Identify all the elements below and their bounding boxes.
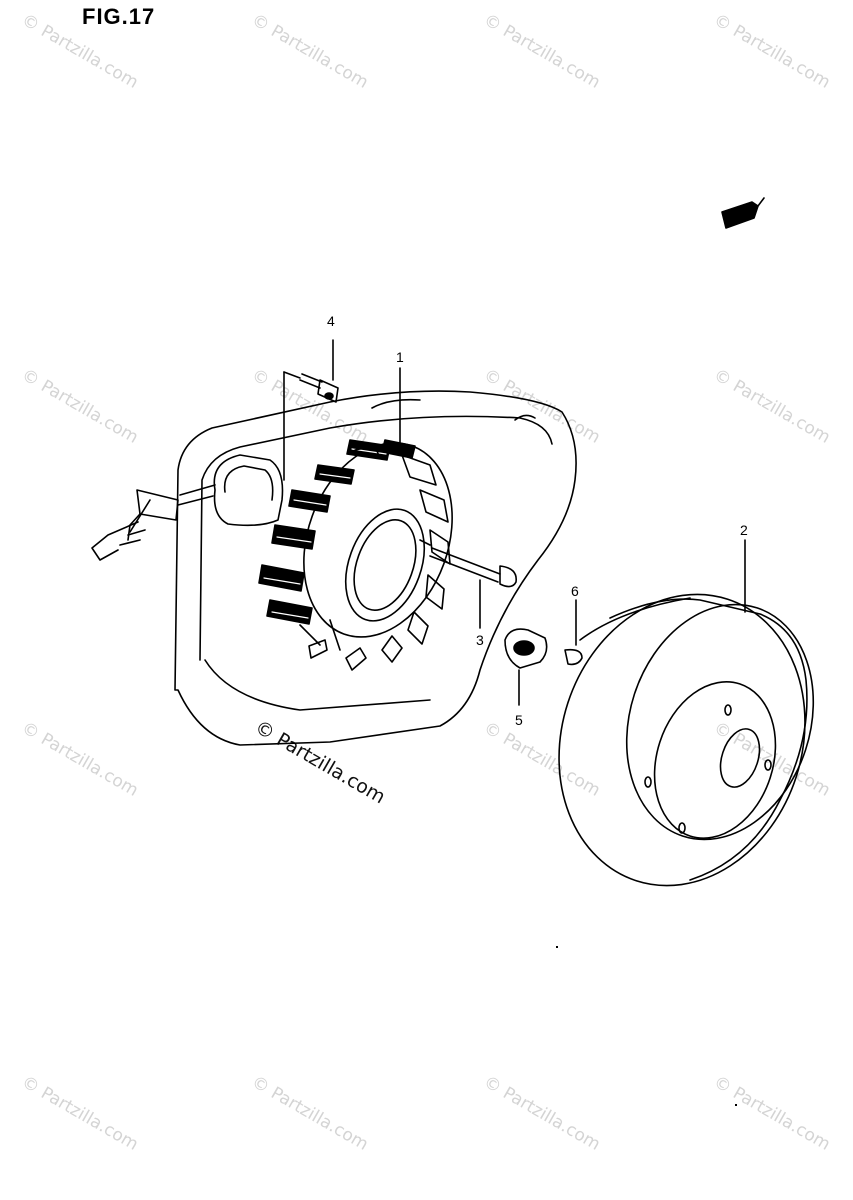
callout-1: 1	[396, 349, 404, 365]
rotor-part-2	[558, 539, 815, 887]
callout-4: 4	[327, 313, 335, 329]
mark	[735, 1104, 737, 1106]
bolt-part-3	[429, 547, 517, 629]
screw-part-4	[283, 339, 339, 481]
key-part-6	[564, 599, 583, 666]
stator-part-1	[258, 439, 453, 671]
front-direction-icon	[721, 197, 765, 229]
callout-2: 2	[740, 522, 748, 538]
callout-5: 5	[515, 712, 523, 728]
callout-3: 3	[476, 632, 484, 648]
pickup-coil-and-harness	[91, 454, 284, 561]
mark	[556, 946, 558, 948]
washer-part-5	[504, 628, 548, 706]
figure-title: FIG.17	[82, 4, 156, 29]
crankcase-cover-outline	[174, 390, 577, 746]
callout-6: 6	[571, 583, 579, 599]
